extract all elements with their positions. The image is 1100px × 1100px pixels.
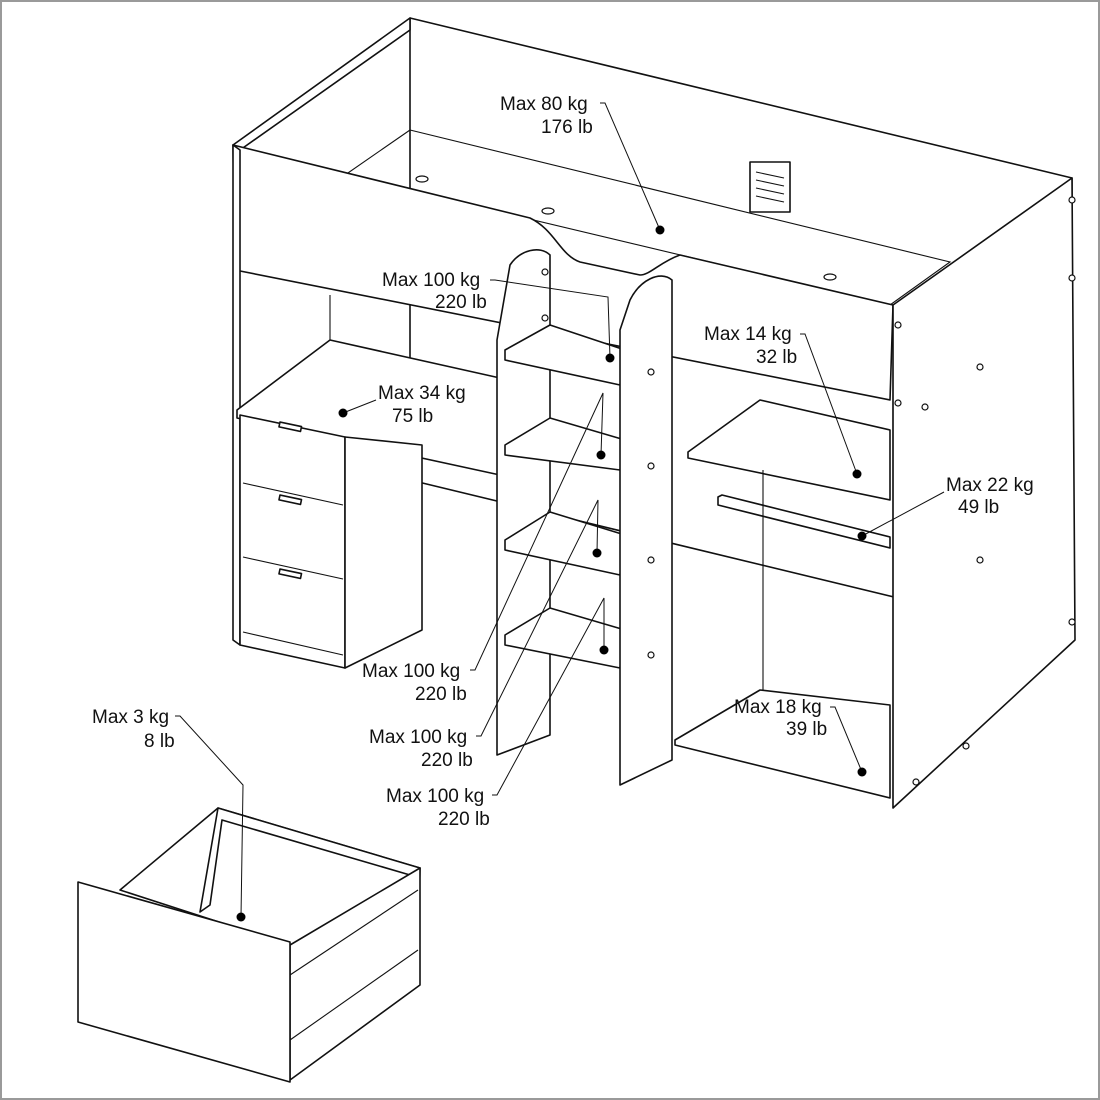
front-guard-rail bbox=[232, 144, 894, 401]
desk-side-panel bbox=[344, 436, 423, 669]
svg-text:39 lb: 39 lb bbox=[786, 719, 827, 740]
load-label-wardrobe-shelf: Max 14 kg 32 lb bbox=[704, 324, 862, 479]
load-label-hanging-rail: Max 22 kg 49 lb bbox=[857, 475, 1034, 541]
wardrobe-shelf bbox=[687, 399, 891, 501]
load-label-ladder-step-3: Max 100 kg 220 lb bbox=[369, 499, 602, 771]
load-label-drawer: Max 3 kg 8 lb bbox=[92, 707, 246, 922]
load-label-wardrobe-bottom: Max 18 kg 39 lb bbox=[734, 697, 867, 777]
svg-text:49 lb: 49 lb bbox=[958, 497, 999, 518]
load-label-ladder-step-4: Max 100 kg 220 lb bbox=[386, 597, 609, 830]
svg-text:Max 34 kg: Max 34 kg bbox=[378, 383, 466, 404]
svg-text:220 lb: 220 lb bbox=[438, 809, 490, 830]
svg-text:220 lb: 220 lb bbox=[415, 684, 467, 705]
load-label-ladder-step-2: Max 100 kg 220 lb bbox=[362, 392, 606, 705]
ladder-right-side bbox=[619, 275, 673, 786]
svg-text:8 lb: 8 lb bbox=[144, 731, 175, 752]
svg-text:220 lb: 220 lb bbox=[421, 750, 473, 771]
svg-text:Max 80 kg: Max 80 kg bbox=[500, 94, 588, 115]
svg-text:176 lb: 176 lb bbox=[541, 117, 593, 138]
svg-text:Max 14 kg: Max 14 kg bbox=[704, 324, 792, 345]
svg-text:Max 18 kg: Max 18 kg bbox=[734, 697, 822, 718]
load-label-ladder-top-step: Max 100 kg 220 lb bbox=[382, 270, 615, 363]
ladder-left-side bbox=[496, 249, 551, 756]
wardrobe-bottom bbox=[674, 689, 891, 799]
svg-text:Max 3 kg: Max 3 kg bbox=[92, 707, 169, 728]
load-label-bed-top: Max 80 kg 176 lb bbox=[500, 94, 665, 235]
load-label-desk-top: Max 34 kg 75 lb bbox=[338, 383, 466, 427]
left-end-panel bbox=[232, 17, 411, 151]
svg-text:Max 100 kg: Max 100 kg bbox=[362, 661, 460, 682]
left-side-panel bbox=[232, 144, 241, 646]
svg-text:Max 100 kg: Max 100 kg bbox=[382, 270, 480, 291]
svg-text:75 lb: 75 lb bbox=[392, 406, 433, 427]
svg-text:Max 100 kg: Max 100 kg bbox=[386, 786, 484, 807]
drawer-unit bbox=[239, 414, 346, 669]
svg-text:220 lb: 220 lb bbox=[435, 292, 487, 313]
hanging-rail bbox=[717, 494, 891, 549]
vent-grille bbox=[749, 161, 791, 213]
svg-text:Max 22 kg: Max 22 kg bbox=[946, 475, 1034, 496]
svg-text:Max 100 kg: Max 100 kg bbox=[369, 727, 467, 748]
loose-drawer bbox=[77, 807, 421, 1083]
screw-holes bbox=[415, 175, 1076, 786]
svg-text:32 lb: 32 lb bbox=[756, 347, 797, 368]
